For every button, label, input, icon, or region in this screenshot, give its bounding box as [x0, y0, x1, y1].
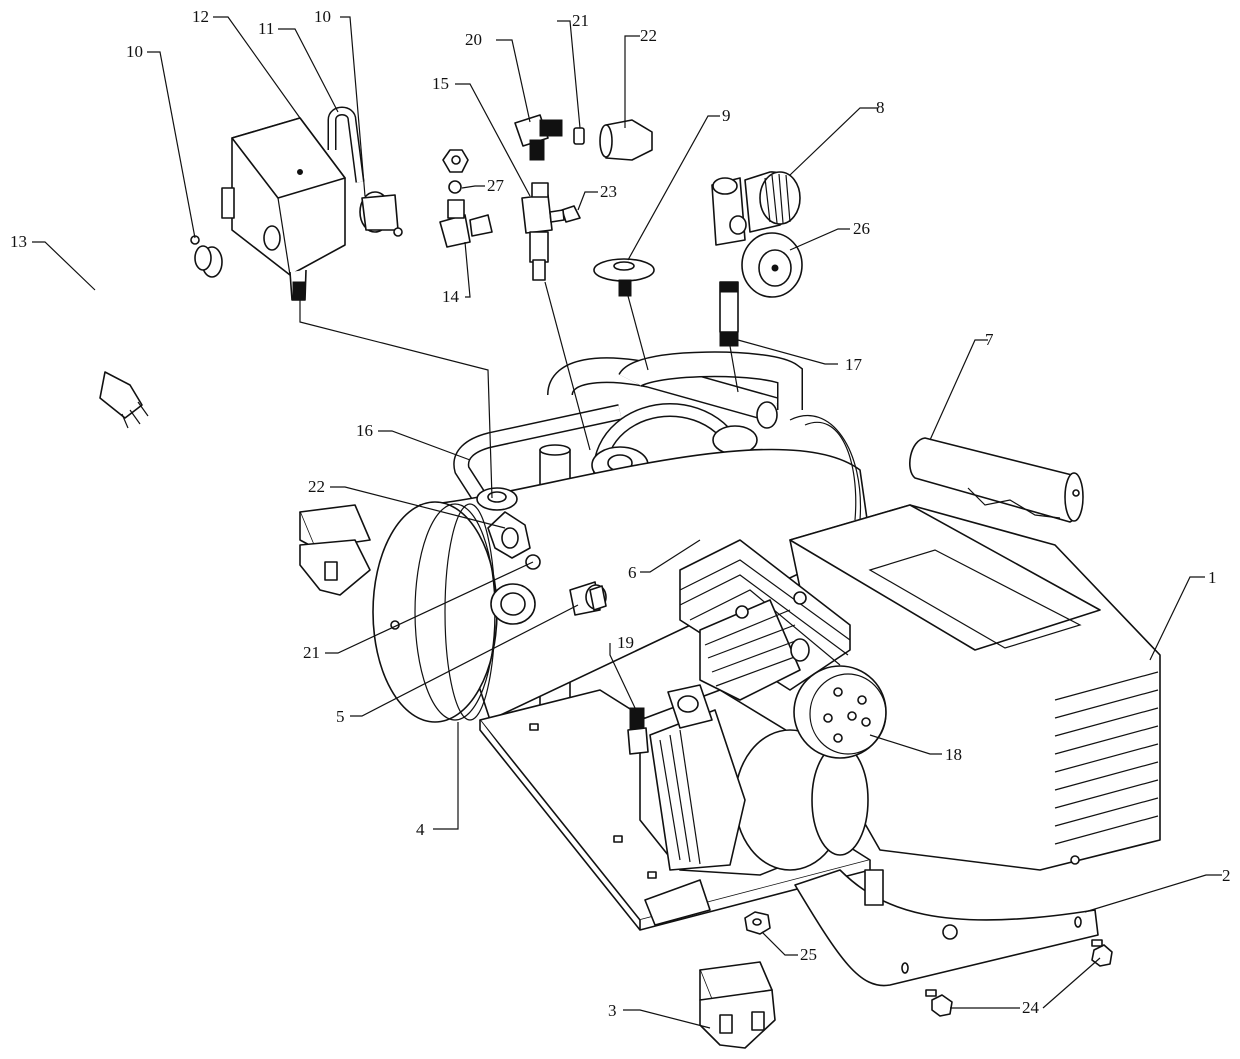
leader-lines	[32, 16, 1222, 1029]
callout-20: 20	[465, 30, 482, 49]
callout-3: 3	[608, 1001, 617, 1020]
tank-port-part	[490, 583, 536, 625]
air-tank-part	[372, 414, 871, 723]
hex-nut-part	[744, 911, 771, 935]
callout-17: 17	[845, 355, 863, 374]
shroud-cover-part	[789, 504, 1161, 871]
gauge-part	[741, 232, 803, 298]
callout-labels: 1 2 3 4 5 6 7 8 9 10 10 11 12 13 14 15 1…	[10, 7, 1231, 1020]
mounting-bracket-part	[794, 869, 1099, 987]
callout-15: 15	[432, 74, 449, 93]
top-elbow-part	[514, 114, 563, 161]
tank-fitting-part	[593, 258, 655, 297]
callout-25: 25	[800, 945, 817, 964]
callout-19: 19	[617, 633, 634, 652]
bolt-left-part	[925, 989, 953, 1017]
callout-12: 12	[192, 7, 209, 26]
callout-7: 7	[985, 330, 994, 349]
callout-13: 13	[10, 232, 27, 251]
motor-end-cap-part	[793, 665, 887, 759]
callout-26: 26	[853, 219, 870, 238]
callout-9: 9	[722, 106, 731, 125]
top-nut-part	[599, 119, 653, 161]
rubber-foot-left-part	[299, 504, 371, 596]
pump-fitting-part	[627, 684, 713, 755]
check-valve-part	[521, 182, 581, 281]
elbow-fitting-part	[439, 199, 493, 248]
callout-1: 1	[1208, 568, 1217, 587]
callout-24: 24	[1022, 998, 1040, 1017]
top-ferrule-part	[573, 127, 585, 145]
callout-16: 16	[356, 421, 373, 440]
power-cord-part	[76, 258, 196, 429]
pressure-relief-valve-part	[569, 581, 607, 616]
strain-relief-left-part	[190, 235, 223, 278]
callout-10-left: 10	[126, 42, 143, 61]
callout-4: 4	[416, 820, 425, 839]
callout-6: 6	[628, 563, 637, 582]
callout-21-left: 21	[303, 643, 320, 662]
callout-14: 14	[442, 287, 460, 306]
motor-body	[639, 689, 869, 876]
pressure-tube-part	[327, 106, 365, 183]
strain-relief-right-part	[359, 191, 403, 237]
pipe-nipple-part	[719, 281, 739, 347]
callout-21-top: 21	[572, 11, 589, 30]
rubber-foot-bottom-part	[699, 961, 776, 1049]
callout-2: 2	[1222, 866, 1231, 885]
cylinder-head	[679, 539, 851, 701]
tank-top-fitting	[476, 487, 518, 511]
callout-10-right: 10	[314, 7, 331, 26]
callout-22-left: 22	[308, 477, 325, 496]
handle-grip-part	[909, 437, 1084, 523]
callout-27: 27	[487, 176, 505, 195]
callout-11: 11	[258, 19, 274, 38]
pressure-switch-part	[221, 117, 346, 301]
callout-5: 5	[336, 707, 345, 726]
regulator-part	[711, 171, 801, 246]
callout-23: 23	[600, 182, 617, 201]
callout-18: 18	[945, 745, 962, 764]
callout-8: 8	[876, 98, 885, 117]
callout-22-top: 22	[640, 26, 657, 45]
compression-nut-part	[442, 149, 469, 194]
